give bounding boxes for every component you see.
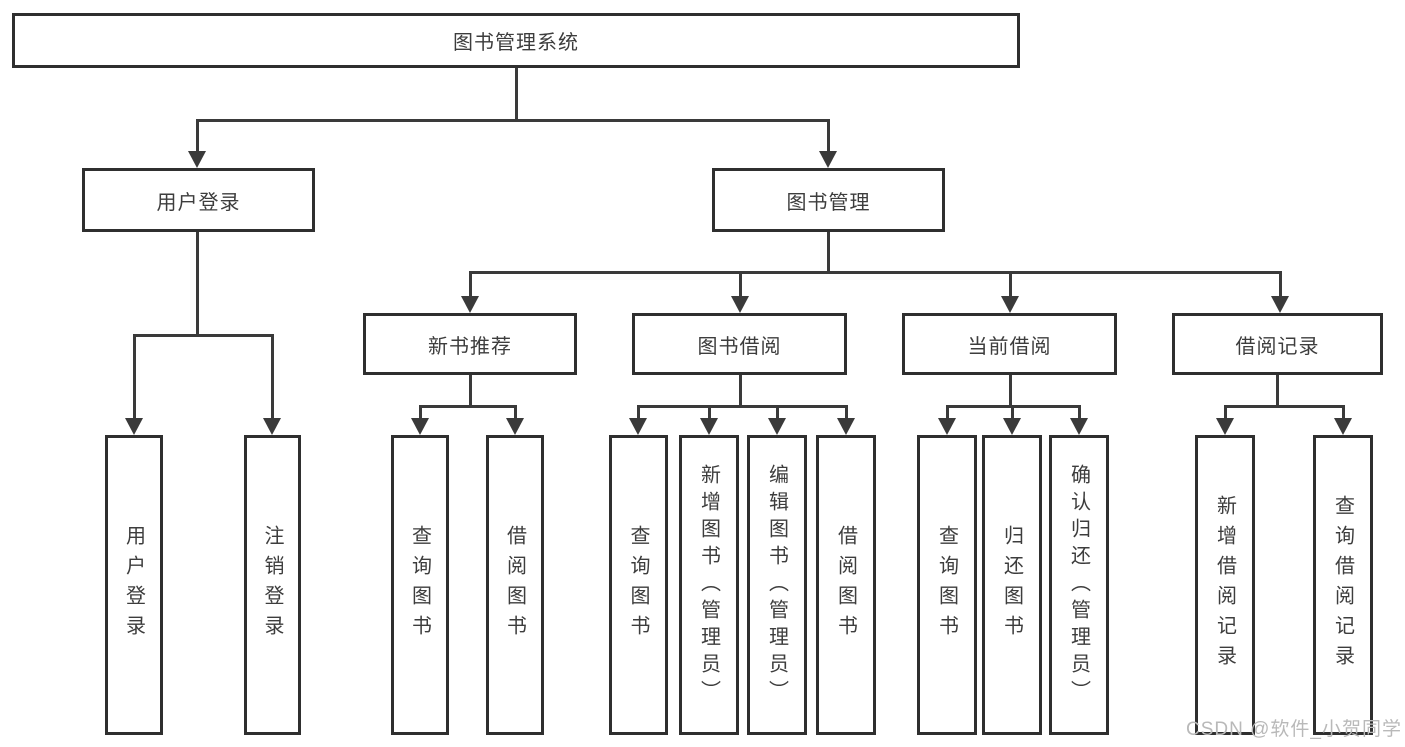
arrowhead-book-borrow bbox=[731, 296, 749, 313]
connector-root-rail bbox=[196, 119, 830, 122]
node-new-book-recommend: 新书推荐 bbox=[363, 313, 577, 375]
leaf-cb-return-book-label: 归还图书 bbox=[1000, 525, 1023, 645]
connector-leaf-login-drop bbox=[133, 334, 136, 419]
leaf-bb-edit-book-admin: 编辑图书（管理员） bbox=[747, 435, 807, 735]
leaf-cb-confirm-return-admin-label: 确认归还（管理员） bbox=[1067, 463, 1090, 707]
leaf-logout-label: 注销登录 bbox=[261, 525, 283, 645]
node-current-borrow-label: 当前借阅 bbox=[967, 335, 1052, 358]
leaf-cb-query-book: 查询图书 bbox=[917, 435, 977, 735]
connector-new-book-rail bbox=[419, 405, 517, 408]
connector-current-borrow-stem bbox=[1009, 375, 1012, 406]
node-user-login-label: 用户登录 bbox=[156, 191, 241, 214]
connector-book-management-drop bbox=[827, 119, 830, 153]
arrowhead-bb-leaf2 bbox=[700, 418, 718, 435]
connector-leaf-logout-drop bbox=[271, 334, 274, 419]
leaf-bb-add-book-admin: 新增图书（管理员） bbox=[679, 435, 739, 735]
leaf-nb-query-book-label: 查询图书 bbox=[408, 525, 431, 645]
connector-new-book-drop bbox=[469, 271, 472, 298]
watermark: CSDN @软件_小贺同学 bbox=[1186, 719, 1402, 740]
node-root-label: 图书管理系统 bbox=[453, 32, 579, 54]
connector-borrow-records-drop bbox=[1279, 271, 1282, 298]
arrowhead-br-leaf1 bbox=[1216, 418, 1234, 435]
arrowhead-new-book bbox=[461, 296, 479, 313]
leaf-br-query-record: 查询借阅记录 bbox=[1313, 435, 1373, 735]
arrowhead-leaf-login bbox=[125, 418, 143, 435]
connector-br-leaf1-drop bbox=[1224, 405, 1227, 420]
connector-user-login-drop bbox=[196, 119, 199, 153]
leaf-bb-query-book: 查询图书 bbox=[609, 435, 668, 735]
connector-cb-leaf2-drop bbox=[1011, 405, 1014, 420]
connector-current-borrow-drop bbox=[1009, 271, 1012, 298]
connector-bb-leaf3-drop bbox=[776, 405, 779, 420]
connector-book-borrow-drop bbox=[739, 271, 742, 298]
connector-br-leaf2-drop bbox=[1342, 405, 1345, 420]
connector-bb-leaf2-drop bbox=[708, 405, 711, 420]
leaf-cb-return-book: 归还图书 bbox=[982, 435, 1042, 735]
node-book-borrow: 图书借阅 bbox=[632, 313, 847, 375]
connector-nb-leaf2-drop bbox=[514, 405, 517, 420]
arrowhead-borrow-records bbox=[1271, 296, 1289, 313]
connector-level3-rail bbox=[469, 271, 1282, 274]
leaf-nb-borrow-book-label: 借阅图书 bbox=[503, 525, 526, 645]
leaf-user-login: 用户登录 bbox=[105, 435, 163, 735]
leaf-br-add-record-label: 新增借阅记录 bbox=[1213, 495, 1236, 675]
leaf-cb-query-book-label: 查询图书 bbox=[935, 525, 958, 645]
leaf-user-login-label: 用户登录 bbox=[122, 525, 145, 645]
arrowhead-cb-leaf2 bbox=[1003, 418, 1021, 435]
connector-root-stem bbox=[515, 68, 518, 120]
leaf-br-add-record: 新增借阅记录 bbox=[1195, 435, 1255, 735]
arrowhead-bb-leaf4 bbox=[837, 418, 855, 435]
arrowhead-leaf-logout bbox=[263, 418, 281, 435]
arrowhead-cb-leaf1 bbox=[938, 418, 956, 435]
leaf-bb-borrow-book-label: 借阅图书 bbox=[834, 525, 857, 645]
leaf-nb-query-book: 查询图书 bbox=[391, 435, 449, 735]
arrowhead-nb-leaf2 bbox=[506, 418, 524, 435]
connector-cb-leaf3-drop bbox=[1078, 405, 1081, 420]
arrowhead-current-borrow bbox=[1001, 296, 1019, 313]
arrowhead-br-leaf2 bbox=[1334, 418, 1352, 435]
node-current-borrow: 当前借阅 bbox=[902, 313, 1117, 375]
connector-borrow-records-rail bbox=[1224, 405, 1345, 408]
arrowhead-book-management bbox=[819, 151, 837, 168]
connector-new-book-stem bbox=[469, 375, 472, 406]
connector-bb-leaf4-drop bbox=[845, 405, 848, 420]
node-book-management-label: 图书管理 bbox=[786, 191, 871, 214]
leaf-br-query-record-label: 查询借阅记录 bbox=[1331, 495, 1354, 675]
leaf-bb-borrow-book: 借阅图书 bbox=[816, 435, 876, 735]
leaf-cb-confirm-return-admin: 确认归还（管理员） bbox=[1049, 435, 1109, 735]
arrowhead-cb-leaf3 bbox=[1070, 418, 1088, 435]
node-book-borrow-label: 图书借阅 bbox=[697, 335, 782, 358]
arrowhead-nb-leaf1 bbox=[411, 418, 429, 435]
connector-user-login-stem bbox=[196, 232, 199, 335]
leaf-bb-add-book-admin-label: 新增图书（管理员） bbox=[697, 463, 720, 707]
node-book-management: 图书管理 bbox=[712, 168, 945, 232]
leaf-nb-borrow-book: 借阅图书 bbox=[486, 435, 544, 735]
connector-nb-leaf1-drop bbox=[419, 405, 422, 420]
node-user-login: 用户登录 bbox=[82, 168, 315, 232]
connector-book-management-stem bbox=[827, 232, 830, 273]
arrowhead-user-login bbox=[188, 151, 206, 168]
connector-cb-leaf1-drop bbox=[946, 405, 949, 420]
node-new-book-recommend-label: 新书推荐 bbox=[428, 335, 512, 358]
leaf-bb-edit-book-admin-label: 编辑图书（管理员） bbox=[765, 463, 788, 707]
connector-book-borrow-rail bbox=[637, 405, 848, 408]
node-borrow-records: 借阅记录 bbox=[1172, 313, 1383, 375]
node-root: 图书管理系统 bbox=[12, 13, 1020, 68]
arrowhead-bb-leaf1 bbox=[629, 418, 647, 435]
connector-bb-leaf1-drop bbox=[637, 405, 640, 420]
node-borrow-records-label: 借阅记录 bbox=[1235, 335, 1320, 358]
arrowhead-bb-leaf3 bbox=[768, 418, 786, 435]
leaf-bb-query-book-label: 查询图书 bbox=[627, 525, 649, 645]
connector-borrow-records-stem bbox=[1276, 375, 1279, 406]
connector-book-borrow-stem bbox=[739, 375, 742, 406]
connector-user-login-rail bbox=[133, 334, 274, 337]
leaf-logout: 注销登录 bbox=[244, 435, 301, 735]
